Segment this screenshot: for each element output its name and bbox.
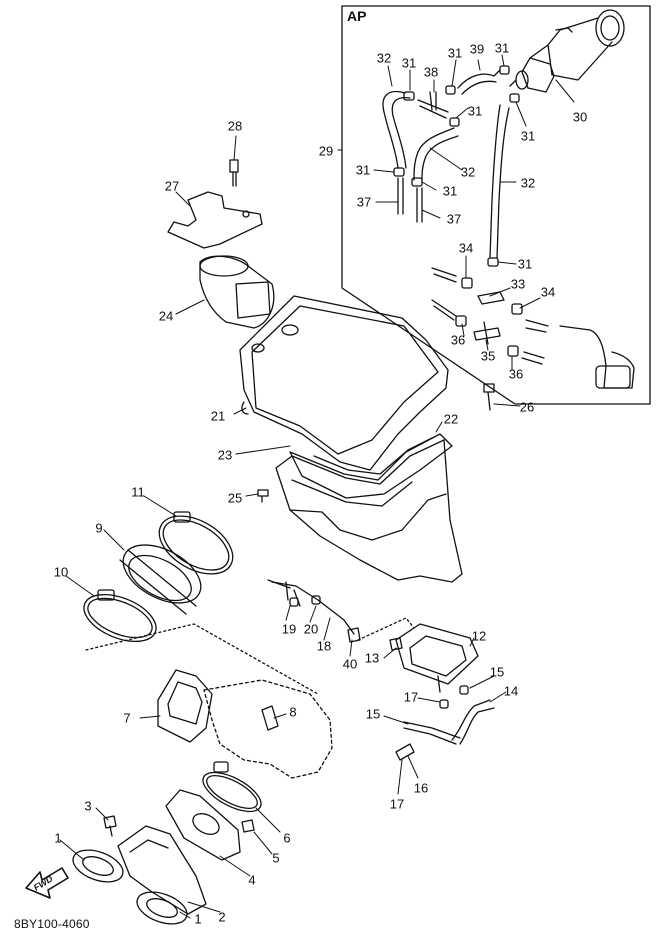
- callout-1: 1: [54, 830, 62, 846]
- part-4-insulator: [165, 789, 241, 861]
- part-37-pins: [397, 177, 423, 223]
- callout-5: 5: [272, 850, 280, 866]
- ap-inset-frame: [341, 5, 651, 405]
- callout-6: 6: [283, 830, 291, 846]
- callout-19: 19: [281, 621, 297, 637]
- callout-21: 21: [210, 408, 226, 424]
- part-12-fuel-pump-body: [395, 623, 479, 693]
- part-11-hose-clamp: [158, 511, 234, 575]
- callout-11: 11: [131, 484, 145, 500]
- callout-25: 25: [227, 490, 243, 506]
- callout-8: 8: [289, 704, 297, 720]
- part-19-20-fittings: [267, 579, 321, 607]
- callout-31: 31: [355, 162, 371, 178]
- callout-31: 31: [520, 128, 536, 144]
- part-30-fuel-pump: [509, 9, 625, 93]
- part-7-reed-valve: [157, 669, 213, 743]
- callout-18: 18: [316, 638, 332, 654]
- callout-7: 7: [123, 710, 131, 726]
- callout-17: 17: [389, 796, 405, 812]
- forward-badge-text: FWD: [31, 873, 55, 893]
- callout-15: 15: [365, 706, 381, 722]
- part-22-gasket: [289, 433, 453, 499]
- callout-4: 4: [248, 872, 256, 888]
- part-39-hose: [457, 69, 501, 95]
- part-3-screw: [103, 815, 117, 837]
- part-25-screw: [257, 489, 269, 503]
- callout-30: 30: [572, 109, 588, 125]
- part-9-intake-joint: [119, 544, 202, 615]
- part-38-tee-fitting: [417, 91, 449, 119]
- part-40-clip: [347, 627, 361, 643]
- crankcase-outline: [203, 679, 333, 779]
- callout-15: 15: [489, 664, 505, 680]
- part-13-screw: [389, 637, 403, 651]
- part-28-bolt: [229, 159, 239, 187]
- callout-10: 10: [53, 564, 69, 580]
- callout-35: 35: [480, 348, 496, 364]
- callout-36: 36: [450, 332, 466, 348]
- callout-32: 32: [520, 175, 536, 191]
- part-16-17-fittings: [395, 685, 469, 761]
- part-15-hose: [403, 721, 461, 745]
- callout-31: 31: [401, 55, 417, 71]
- callout-17: 17: [403, 689, 419, 705]
- callout-36: 36: [508, 366, 524, 382]
- part-27-bracket: [167, 191, 263, 249]
- part-32-hose-left: [382, 90, 411, 169]
- part-24-intake-duct: [199, 255, 275, 329]
- callout-2: 2: [218, 909, 226, 925]
- callout-38: 38: [423, 64, 439, 80]
- inset-lower-joints: [431, 267, 635, 389]
- part-32-hose-right: [489, 104, 510, 259]
- callout-1: 1: [194, 911, 202, 927]
- part-26-screw: [483, 383, 495, 411]
- reference-line-left: [85, 623, 319, 695]
- part-10-hose-clamp: [83, 589, 157, 643]
- part-1-gaskets: [72, 849, 188, 925]
- callout-27: 27: [164, 178, 180, 194]
- callout-31: 31: [494, 40, 510, 56]
- callout-20: 20: [303, 621, 319, 637]
- callout-14: 14: [503, 683, 519, 699]
- callout-34: 34: [540, 284, 556, 300]
- callout-28: 28: [227, 118, 243, 134]
- callout-22: 22: [443, 411, 459, 427]
- leader-lines: [59, 54, 575, 919]
- drawing-code: 8BY100-4060: [14, 917, 90, 931]
- part-21-airbox-cover: [239, 295, 449, 471]
- callout-24: 24: [158, 308, 174, 324]
- callout-13: 13: [364, 650, 380, 666]
- callout-32: 32: [460, 164, 476, 180]
- callout-37: 37: [356, 194, 372, 210]
- callout-3: 3: [84, 798, 92, 814]
- callout-31: 31: [442, 183, 458, 199]
- part-2-manifold: [117, 825, 207, 915]
- part-5-screw: [241, 819, 255, 833]
- part-18-fuel-line: [271, 581, 355, 635]
- callout-39: 39: [469, 41, 485, 57]
- callout-37: 37: [446, 211, 462, 227]
- part-8-pin: [261, 705, 279, 731]
- part-6-hose-clamp: [202, 761, 262, 813]
- part-32-hose-middle: [413, 127, 459, 181]
- callout-16: 16: [413, 780, 429, 796]
- callout-40: 40: [342, 656, 358, 672]
- callout-34: 34: [458, 240, 474, 256]
- inset-label: AP: [347, 8, 367, 24]
- callout-9: 9: [95, 520, 103, 536]
- part-23-airbox-case: [275, 439, 463, 583]
- callout-23: 23: [217, 447, 233, 463]
- callout-31: 31: [467, 103, 483, 119]
- callout-32: 32: [376, 50, 392, 66]
- callout-12: 12: [471, 628, 487, 644]
- forward-arrow-icon: [25, 867, 69, 899]
- callout-31: 31: [517, 256, 533, 272]
- callout-33: 33: [510, 276, 526, 292]
- callout-29: 29: [318, 143, 334, 159]
- reference-line-pump: [357, 617, 415, 641]
- callout-26: 26: [519, 399, 535, 415]
- callout-31: 31: [447, 45, 463, 61]
